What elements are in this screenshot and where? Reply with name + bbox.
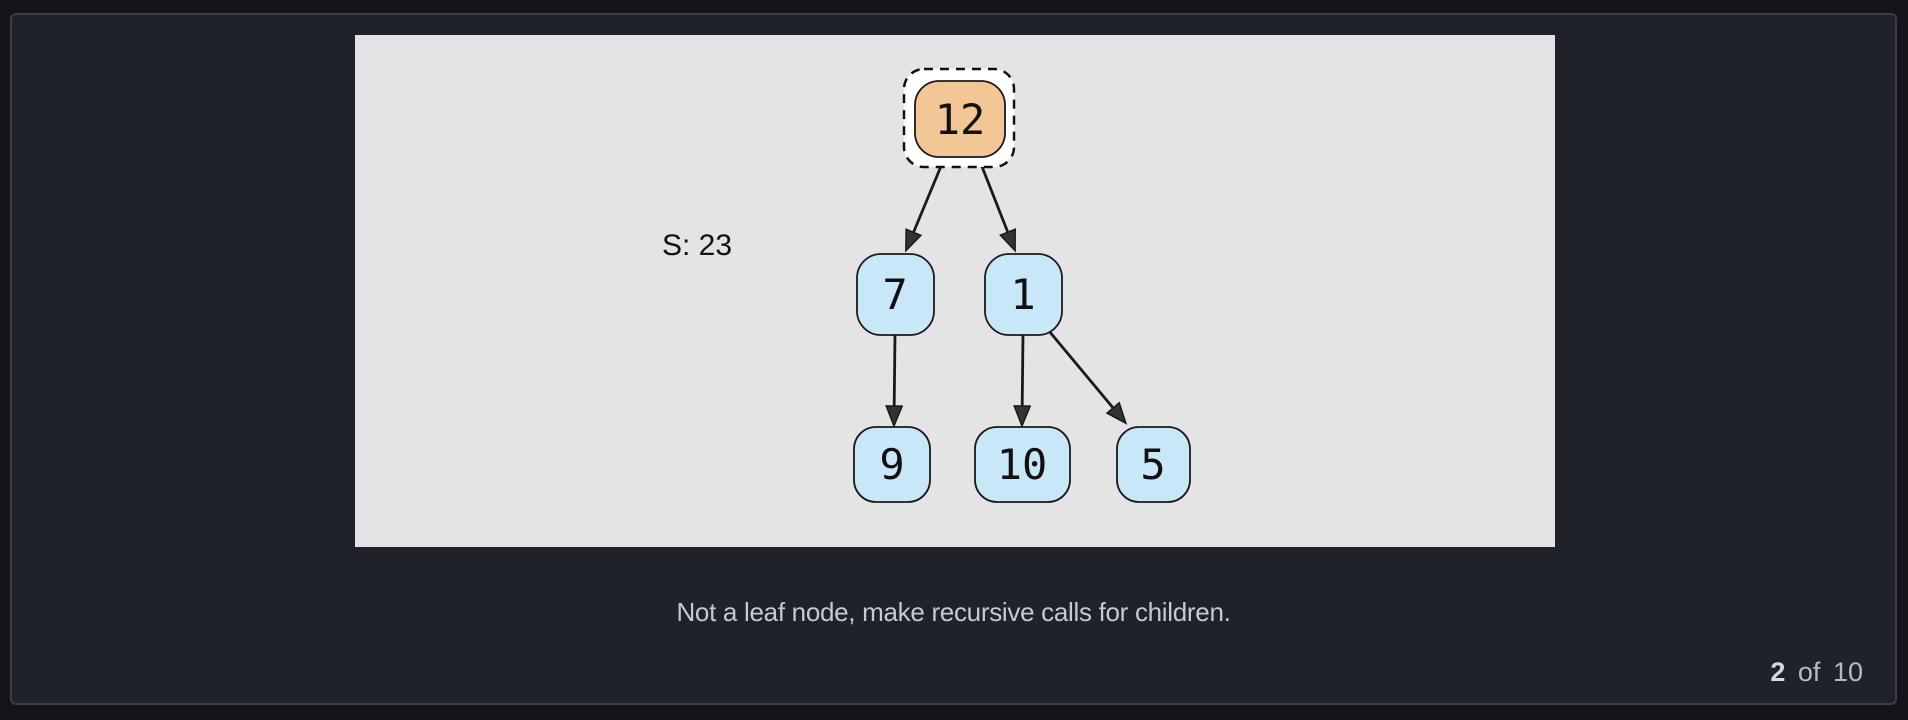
sum-label: S: 23 xyxy=(662,229,732,262)
tree-node-12-label: 12 xyxy=(935,95,986,144)
page-current: 2 xyxy=(1770,657,1786,687)
tree-node-7-shape xyxy=(856,253,935,336)
tree-svg: 12 7 1 9 10 5 xyxy=(662,67,1191,503)
step-caption: Not a leaf node, make recursive calls fo… xyxy=(676,597,1231,627)
tree-node-7: 7 xyxy=(856,253,935,336)
tree-node-12: 12 xyxy=(914,80,1006,158)
tree-node-7-label: 7 xyxy=(882,270,907,319)
tree-edge-12-7 xyxy=(907,158,946,248)
tree-edge-12-1 xyxy=(977,158,1014,248)
tree-node-10: 10 xyxy=(974,426,1071,503)
tree-node-5-shape xyxy=(1116,426,1191,503)
tree-node-1: 1 xyxy=(984,253,1063,336)
tree-node-10-shape xyxy=(974,426,1071,503)
tree-node-5-label: 5 xyxy=(1140,440,1165,489)
page-separator: of xyxy=(1797,657,1821,687)
tree-node-1-shape xyxy=(984,253,1063,336)
page-total: 10 xyxy=(1832,657,1863,687)
page-indicator: 2 of 10 xyxy=(1770,657,1863,688)
tree-edge-1-5 xyxy=(1047,330,1124,421)
tree-node-9: 9 xyxy=(853,426,931,503)
tree-node-10-label: 10 xyxy=(997,440,1048,489)
tree-node-9-shape xyxy=(853,426,931,503)
tree-diagram-canvas: 12 7 1 9 10 5 xyxy=(355,35,1555,547)
tree-edge-1-10 xyxy=(1022,334,1023,423)
tree-node-12-shape xyxy=(914,80,1006,158)
tree-node-1-label: 1 xyxy=(1010,270,1035,319)
tree-node-9-label: 9 xyxy=(879,440,904,489)
tree-edge-7-9 xyxy=(894,334,895,423)
tree-node-5: 5 xyxy=(1116,426,1191,503)
slide-panel[interactable]: 12 7 1 9 10 5 xyxy=(10,13,1897,705)
